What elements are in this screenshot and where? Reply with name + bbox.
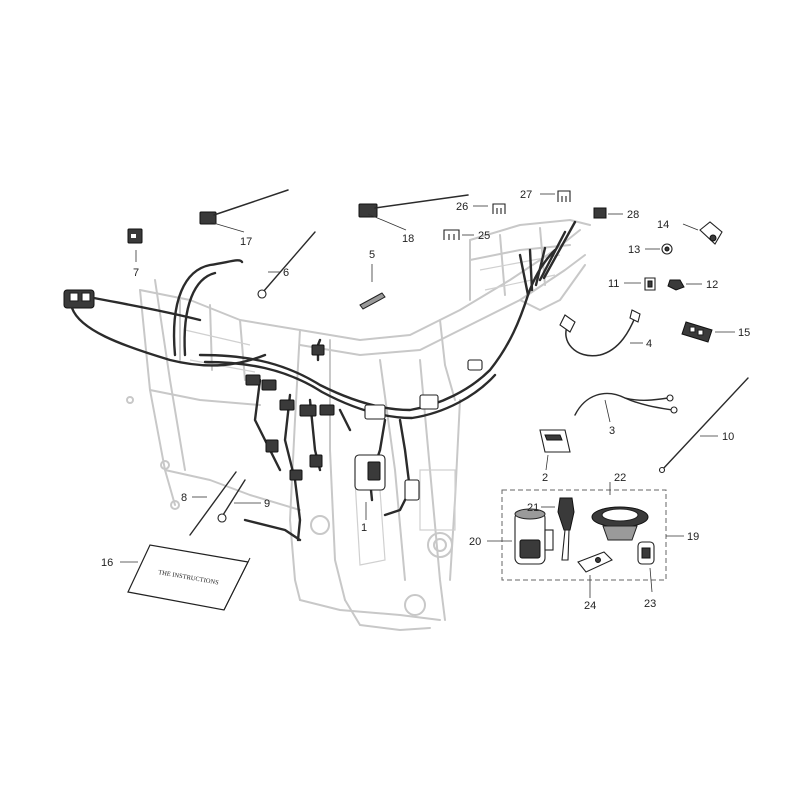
callout-28: 28 [627,209,639,221]
part-21-key [557,497,575,561]
callout-19: 19 [687,531,699,543]
part-26-fuse [492,203,506,214]
callout-23: 23 [644,598,656,610]
callout-16: 16 [101,557,113,569]
callout-11: 11 [608,278,619,290]
part-3-sub-harness [574,392,678,416]
part-18-cable-tie [358,194,469,218]
part-17-cable-tie [199,189,289,225]
callout-labels: 1 2 3 4 5 6 7 8 9 10 11 12 13 14 15 16 1… [101,189,750,612]
callout-9: 9 [264,498,270,510]
callout-13: 13 [628,244,640,256]
motorcycle-frame [126,219,591,631]
callout-20: 20 [469,536,481,548]
callout-5: 5 [369,249,375,261]
callout-22: 22 [614,472,626,484]
part-15-connector [681,321,713,343]
callout-7: 7 [133,267,139,279]
part-23-seat-lock [637,541,655,565]
callout-26: 26 [456,201,468,213]
callout-1: 1 [361,522,367,534]
part-13-grommet [661,243,673,255]
callout-10: 10 [722,431,734,443]
callout-17: 17 [240,236,252,248]
callout-21: 21 [527,502,539,514]
part-20-ignition-switch [514,508,554,565]
main-harness [63,220,577,542]
callout-4: 4 [646,338,652,350]
callout-15: 15 [738,327,750,339]
part-24-lock-bracket [577,551,613,573]
part-14-connector-cap [699,221,723,245]
part-7-pad [127,228,143,244]
part-9-cable-tie [217,479,246,523]
part-8-cable-tie [189,471,237,536]
callout-14: 14 [657,219,669,231]
leader-lines [120,193,735,598]
callout-18: 18 [402,233,414,245]
part-27-fuse [557,190,571,202]
part-25-fuse [443,229,460,240]
callout-25: 25 [478,230,490,242]
callout-8: 8 [181,492,187,504]
callout-3: 3 [609,425,615,437]
part-2-bracket [539,429,571,453]
part-6-cable-tie [257,231,316,299]
callout-2: 2 [542,472,548,484]
callout-24: 24 [584,600,596,612]
part-5-clip-strip [359,292,386,310]
part-4-ground-lead [559,309,641,357]
part-22-fuel-cap [591,506,649,541]
part-28-fuse [593,207,607,219]
part-12-clamp [667,279,685,291]
part-16-instructions: THE INSTRUCTIONS [127,544,251,611]
callout-27: 27 [520,189,532,201]
callout-12: 12 [706,279,718,291]
part-11-clip [644,277,656,291]
callout-6: 6 [283,267,289,279]
part-10-long-cable-tie [658,377,749,474]
part-19-lock-set [501,489,667,581]
